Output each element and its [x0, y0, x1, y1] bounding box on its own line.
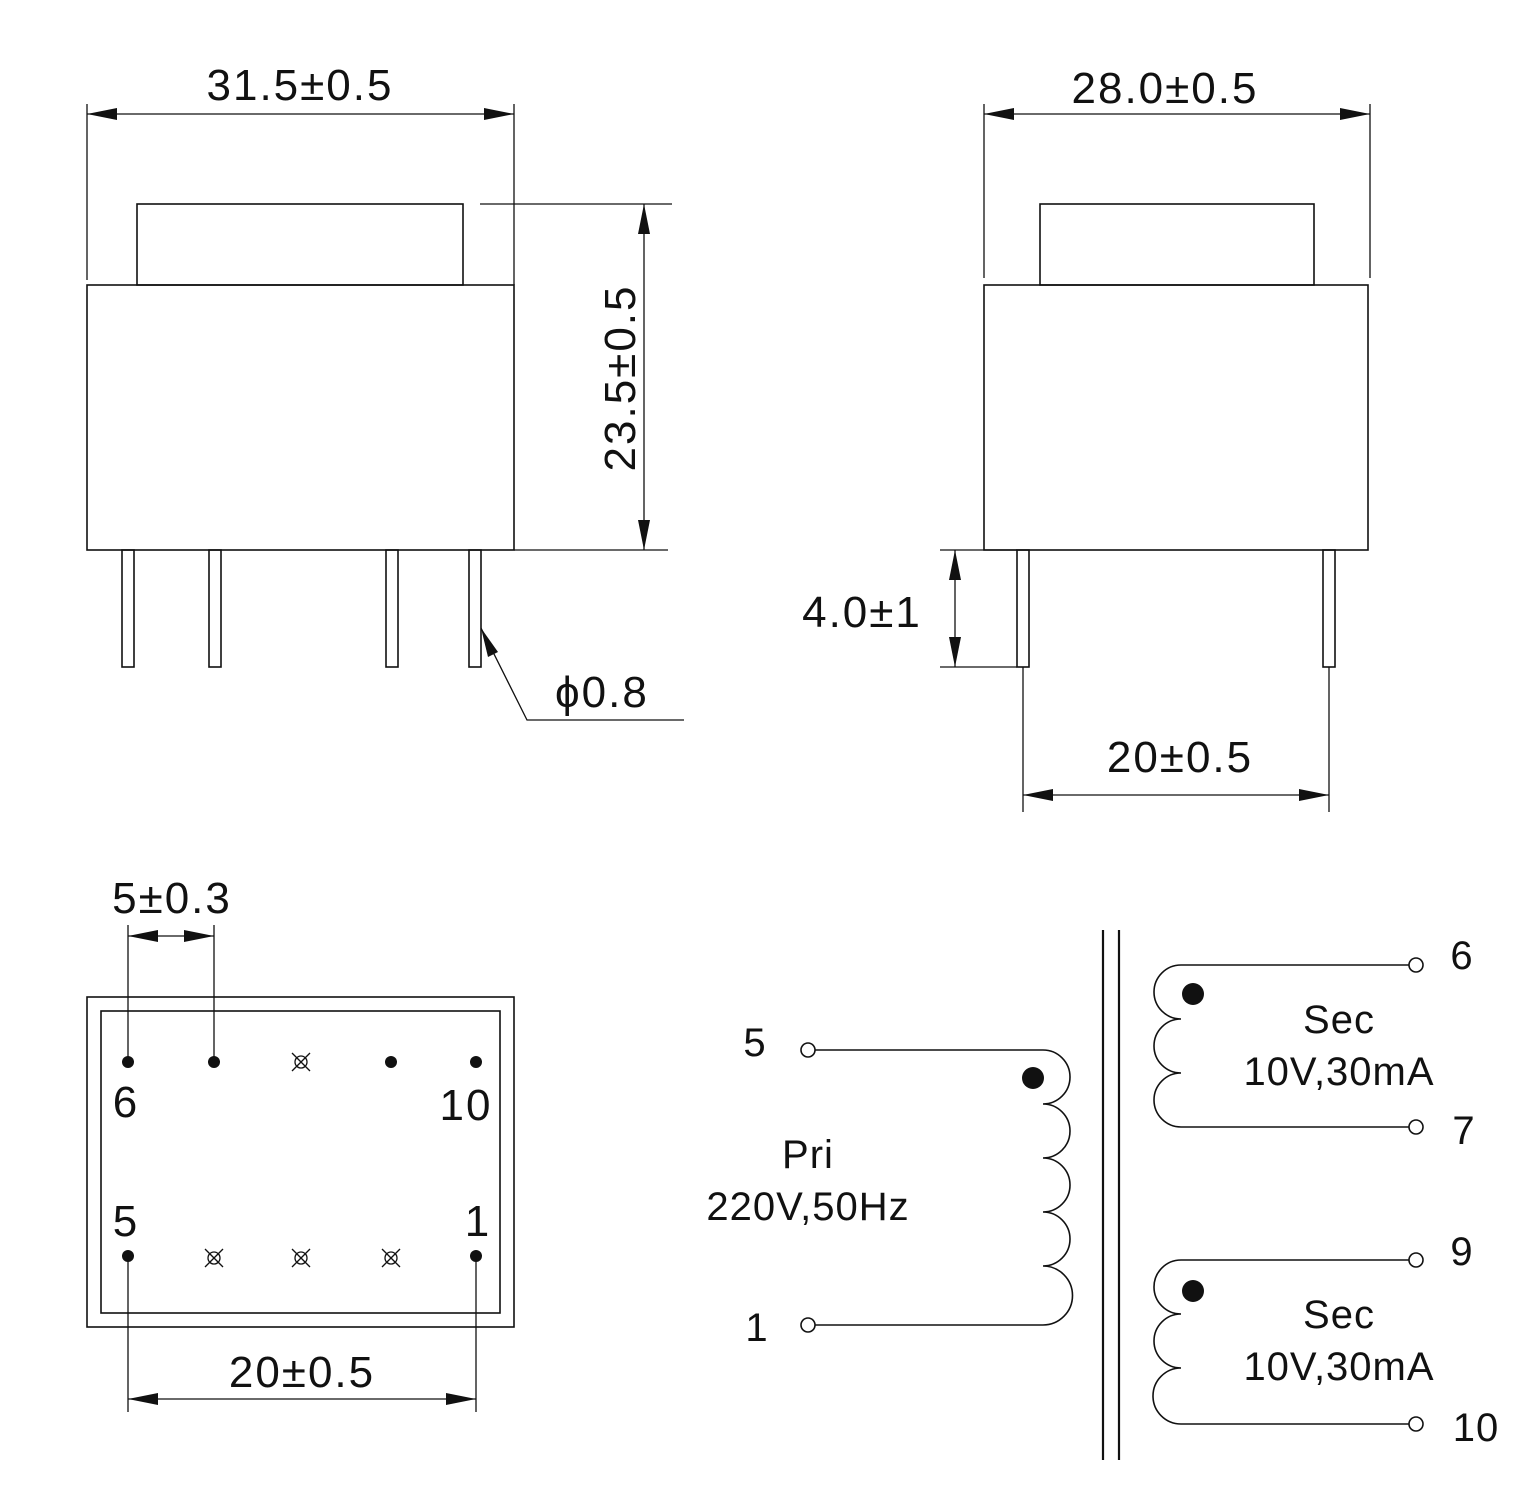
empty-pin-mark [291, 1248, 311, 1268]
side-pin [1322, 549, 1336, 668]
pin-label-10: 10 [440, 1081, 493, 1130]
terminal-5 [800, 1042, 816, 1058]
side-view: 28.0±0.5 4.0±1 20±0.5 [802, 64, 1371, 812]
primary-label: Pri [782, 1133, 834, 1177]
terminal-9 [1408, 1252, 1424, 1268]
primary-coil [1042, 1049, 1074, 1326]
primary-winding: 5 1 Pri 220V,50Hz [706, 1021, 1074, 1350]
secondary-coil-2 [1152, 1259, 1182, 1425]
pin-label-5: 5 [113, 1197, 139, 1246]
bottom-view: 5±0.3 6 10 5 [86, 874, 515, 1412]
secondary-winding-1: 6 7 Sec 10V,30mA [1153, 934, 1475, 1153]
polarity-dot [1182, 983, 1204, 1005]
front-body [86, 284, 515, 551]
side-width-label: 28.0±0.5 [1072, 64, 1259, 113]
front-pin [208, 549, 222, 668]
primary-pin-bottom-label: 1 [745, 1306, 768, 1350]
side-pin-spacing-label: 20±0.5 [1107, 733, 1253, 782]
bottom-outer-outline [86, 996, 515, 1328]
polarity-dot [1182, 1280, 1204, 1302]
pin-length-label: 4.0±1 [802, 588, 922, 637]
terminal-10 [1408, 1416, 1424, 1432]
front-pin [468, 549, 482, 668]
pitch-label: 5±0.3 [112, 874, 232, 923]
pin-label-1: 1 [465, 1197, 491, 1246]
bottom-inner-outline [100, 1010, 501, 1314]
schematic: 5 1 Pri 220V,50Hz 6 7 Sec 10V,30mA 9 [706, 930, 1500, 1460]
secondary1-pin-bottom-label: 7 [1452, 1109, 1475, 1153]
empty-pin-mark [291, 1052, 311, 1072]
empty-pin-mark [204, 1248, 224, 1268]
primary-pin-top-label: 5 [743, 1021, 766, 1065]
pin-dot [208, 1056, 220, 1068]
pin-dot [470, 1056, 482, 1068]
secondary1-pin-top-label: 6 [1450, 934, 1473, 978]
secondary-coil-1 [1153, 964, 1182, 1128]
front-view: 31.5±0.5 23.5±0.5 ϕ0.8 [86, 61, 684, 721]
front-top-cap [136, 203, 464, 286]
front-height-label: 23.5±0.5 [596, 285, 645, 472]
terminal-7 [1408, 1119, 1424, 1135]
pin-label-6: 6 [113, 1078, 139, 1127]
empty-pin-mark [381, 1248, 401, 1268]
secondary2-pin-top-label: 9 [1450, 1230, 1473, 1274]
secondary2-label: Sec [1303, 1293, 1375, 1337]
secondary2-pin-bottom-label: 10 [1453, 1406, 1500, 1450]
secondary2-rating: 10V,30mA [1243, 1345, 1434, 1389]
terminal-6 [1408, 957, 1424, 973]
secondary1-rating: 10V,30mA [1243, 1050, 1434, 1094]
pin-diameter-leader [480, 627, 684, 721]
side-top-cap [1039, 203, 1315, 286]
front-pin [121, 549, 135, 668]
side-pin [1016, 549, 1030, 668]
terminal-1 [800, 1317, 816, 1333]
secondary1-label: Sec [1303, 998, 1375, 1042]
side-body [983, 284, 1369, 551]
front-pin [385, 549, 399, 668]
pin-diameter-label: ϕ0.8 [555, 668, 649, 717]
bottom-span-label: 20±0.5 [229, 1348, 375, 1397]
primary-rating: 220V,50Hz [706, 1185, 909, 1229]
pin-dot [385, 1056, 397, 1068]
polarity-dot [1022, 1067, 1044, 1089]
front-width-label: 31.5±0.5 [207, 61, 394, 110]
secondary-winding-2: 9 10 Sec 10V,30mA [1152, 1230, 1500, 1450]
pin-dot [122, 1056, 134, 1068]
